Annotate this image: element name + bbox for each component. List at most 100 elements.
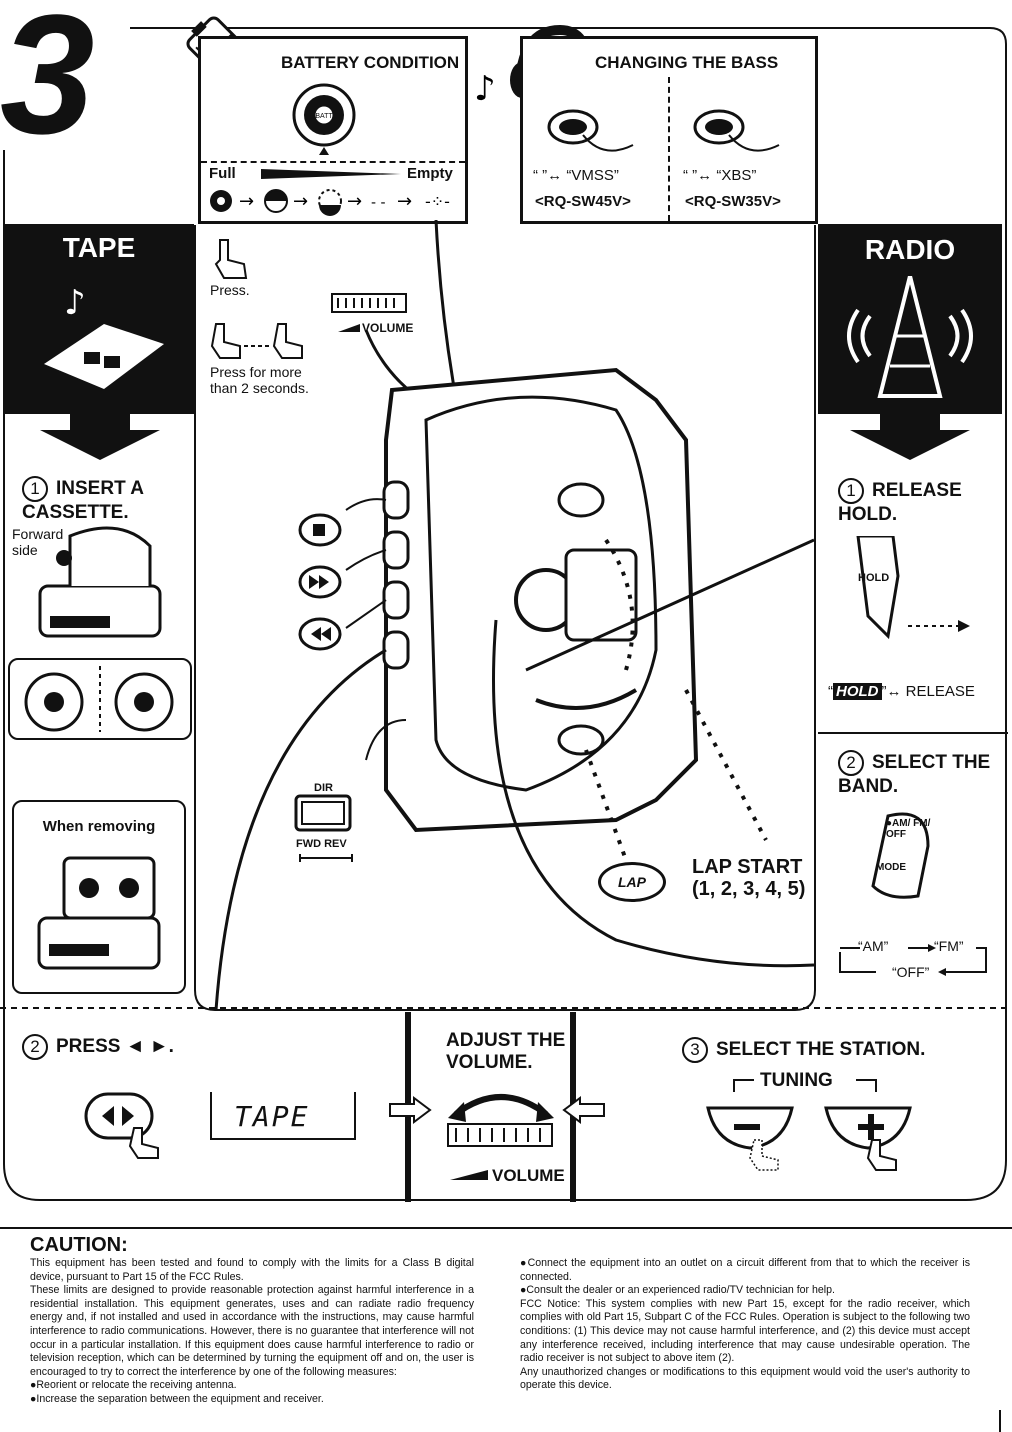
tape-arrow-down xyxy=(40,412,160,460)
press-hold-hand-icon xyxy=(210,323,303,359)
battery-title: BATTERY CONDITION xyxy=(281,53,460,72)
when-removing-label: When removing xyxy=(42,818,156,835)
hold-badge: HOLD xyxy=(833,683,882,700)
tuning-minus-button[interactable] xyxy=(704,1104,796,1174)
radio-step1-num: 1 xyxy=(838,478,864,504)
battery-empty-label: Empty xyxy=(407,165,453,182)
caution-right-column: ●Connect the equipment into an outlet on… xyxy=(520,1257,970,1393)
svg-text:- -: - - xyxy=(371,195,386,211)
fwd-rev-label: FWD REV xyxy=(296,838,347,850)
fwd-rev-arrow xyxy=(299,854,353,862)
arrows-to-volume xyxy=(389,1096,605,1124)
caution-right-p2: ●Consult the dealer or an experienced ra… xyxy=(520,1284,835,1297)
svg-text:♪: ♪ xyxy=(474,69,496,109)
radio-step2-label: SELECT THE BAND. xyxy=(838,752,991,797)
press-label: Press. xyxy=(210,282,250,298)
cassette-insert-illustration xyxy=(38,526,162,638)
xbs-button-icon xyxy=(693,109,780,152)
svg-text:→: → xyxy=(239,191,254,212)
page-number: 3 xyxy=(0,0,95,170)
dir-switch-icon xyxy=(294,794,352,832)
battery-condition-box: BATTERY CONDITION BATT Full Empty → → → … xyxy=(198,36,468,224)
tape-step1-num: 1 xyxy=(22,476,48,502)
model-sw45v: <RQ-SW45V> xyxy=(535,193,631,210)
vmss-toggle: “ ”↔ “VMSS” xyxy=(533,167,619,184)
batt-button-label: BATT xyxy=(315,113,333,120)
radio-title: RADIO xyxy=(864,234,956,265)
rewind-icon xyxy=(321,627,331,641)
bottom-step2-num: 2 xyxy=(22,1034,48,1060)
bottom-step3-num: 3 xyxy=(682,1037,708,1063)
svg-text:→: → xyxy=(397,191,412,212)
caution-left-p2: These limits are designed to provide rea… xyxy=(30,1284,474,1378)
bass-title: CHANGING THE BASS xyxy=(595,53,779,72)
hold-release-text: ↔ RELEASE xyxy=(886,683,975,700)
radio-panel-header: RADIO xyxy=(818,224,1002,414)
cassette-deck-icon: ♪ xyxy=(44,283,164,389)
lap-button: LAP xyxy=(598,862,666,902)
volume-wedge-icon xyxy=(338,324,360,332)
cassette-player-illustration xyxy=(214,220,814,1010)
band-fm: “FM” xyxy=(934,938,964,954)
tape-display-text: TAPE xyxy=(234,1100,310,1133)
volume-top-label: VOLUME xyxy=(362,321,414,335)
battery-level-bar xyxy=(261,169,401,179)
caution-left-p3: ●Reorient or relocate the receiving ante… xyxy=(30,1379,237,1392)
hold-switch-illustration xyxy=(856,536,970,640)
transport-buttons xyxy=(298,513,342,651)
caution-left-p1: This equipment has been tested and found… xyxy=(30,1257,474,1283)
bottom-step2-label: PRESS ◄ ►. xyxy=(56,1036,174,1058)
bottom-step3-label: SELECT THE STATION. xyxy=(716,1039,926,1061)
caution-right-p3: FCC Notice: This system complies with ne… xyxy=(520,1297,970,1365)
dir-label: DIR xyxy=(314,782,333,794)
lap-values: (1, 2, 3, 4, 5) xyxy=(692,878,806,900)
caution-right-p4: Any unauthorized changes or modification… xyxy=(520,1365,970,1392)
reel-rotation-box xyxy=(8,658,192,740)
band-cycle-diagram xyxy=(839,944,987,976)
svg-text:→: → xyxy=(293,191,308,212)
hold-release: “HOLD”↔ RELEASE xyxy=(828,683,975,700)
tuning-label: TUNING xyxy=(760,1070,833,1091)
changing-bass-box: CHANGING THE BASS “ ”↔ “VMSS” “ ”↔ “XBS”… xyxy=(520,36,818,224)
radio-step2-num: 2 xyxy=(838,750,864,776)
stop-icon xyxy=(313,524,325,536)
tuning-plus-button[interactable] xyxy=(822,1104,914,1174)
band-am: “AM” xyxy=(858,938,889,954)
tape-panel-header: TAPE ♪ xyxy=(4,224,194,414)
band-off: “OFF” xyxy=(892,964,930,980)
radio-tower-icon xyxy=(847,276,973,398)
caution-left-column: This equipment has been tested and found… xyxy=(30,1257,474,1407)
play-button-illustration xyxy=(84,1092,159,1159)
press-long-label: Press for more than 2 seconds. xyxy=(210,364,309,396)
cassette-remove-illustration xyxy=(37,856,161,970)
radio-arrow-down xyxy=(850,412,970,460)
volume-wheel-icon xyxy=(447,1094,554,1147)
caution-right-p1: ●Connect the equipment into an outlet on… xyxy=(520,1257,970,1283)
adjust-volume-label: ADJUST THE VOLUME. xyxy=(446,1030,566,1073)
forward-side-label: Forward side xyxy=(12,526,64,558)
volume-bottom-wedge xyxy=(450,1170,488,1180)
xbs-toggle: “ ”↔ “XBS” xyxy=(683,167,757,184)
tape-step1-label: INSERT A CASSETTE. xyxy=(22,478,144,523)
battery-full-label: Full xyxy=(209,165,236,182)
when-removing-box: When removing xyxy=(12,800,186,994)
vmss-button-icon xyxy=(547,109,634,152)
fast-forward-icon xyxy=(309,575,319,589)
svg-text:→: → xyxy=(347,191,362,212)
lap-start-label: LAP START xyxy=(692,856,803,878)
battery-sequence-icons: → → → - - → -⁘- xyxy=(210,189,450,216)
tape-display: TAPE xyxy=(210,1092,356,1140)
svg-text:-⁘-: -⁘- xyxy=(425,192,450,211)
tape-title: TAPE xyxy=(62,232,136,263)
mode-button-text: ●AM/ FM/ OFF xyxy=(886,818,931,840)
reel-icons xyxy=(24,666,174,732)
tuning-bracket xyxy=(733,1079,877,1092)
caution-left-p4: ●Increase the separation between the equ… xyxy=(30,1392,324,1405)
model-sw35v: <RQ-SW35V> xyxy=(685,193,781,210)
radio-step1-label: RELEASE HOLD. xyxy=(838,480,962,525)
press-hand-icon xyxy=(214,239,248,279)
caution-title: CAUTION: xyxy=(30,1234,128,1256)
